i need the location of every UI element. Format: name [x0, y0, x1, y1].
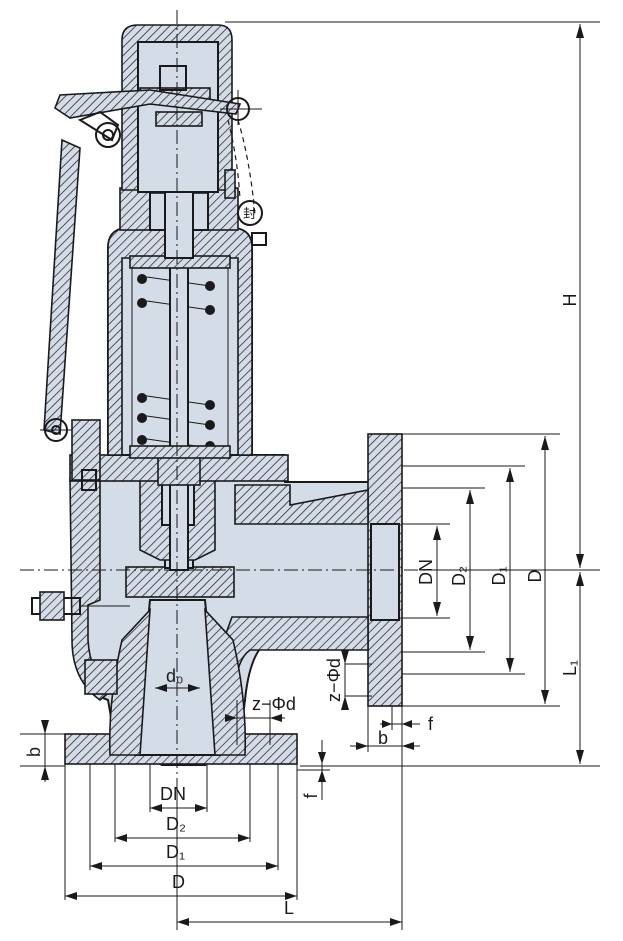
label-z-phi-d-outlet: z−Φd [324, 658, 344, 702]
dimension-lines [41, 24, 584, 926]
label-D-inlet: D [172, 872, 185, 892]
seal-label: 封 [243, 206, 256, 221]
label-L: L [284, 898, 294, 918]
label-L1: L₁ [560, 660, 580, 676]
label-f-inlet: f [301, 793, 321, 799]
bonnet [107, 109, 253, 571]
extension-lines [20, 21, 600, 930]
disc-holder [125, 566, 235, 598]
label-D-outlet: D [525, 570, 545, 583]
label-z-phi-d-inlet: z−Φd [252, 694, 296, 714]
label-b-inlet: b [24, 747, 44, 757]
label-H: H [560, 294, 580, 307]
label-DN-outlet: DN [416, 559, 436, 585]
seal-icon [237, 200, 263, 226]
label-f-outlet: f [428, 714, 434, 734]
cap: 封 [121, 24, 267, 246]
label-b-outlet: b [378, 728, 388, 748]
lifting-lever [43, 89, 256, 491]
label-DN-inlet: DN [160, 784, 186, 804]
valve-body [31, 433, 403, 766]
label-D2-outlet: D₂ [449, 566, 469, 586]
label-d0: d₀ [166, 666, 183, 686]
centerlines [20, 10, 420, 780]
label-D1-inlet: D₁ [166, 842, 185, 862]
drain-plug [84, 659, 118, 695]
dimension-labels: H L₁ D D₁ D₂ DN z−Φd f b d₀ z−Φd b f DN … [24, 294, 580, 919]
label-D1-outlet: D₁ [489, 566, 509, 585]
label-D2-inlet: D₂ [166, 814, 186, 834]
